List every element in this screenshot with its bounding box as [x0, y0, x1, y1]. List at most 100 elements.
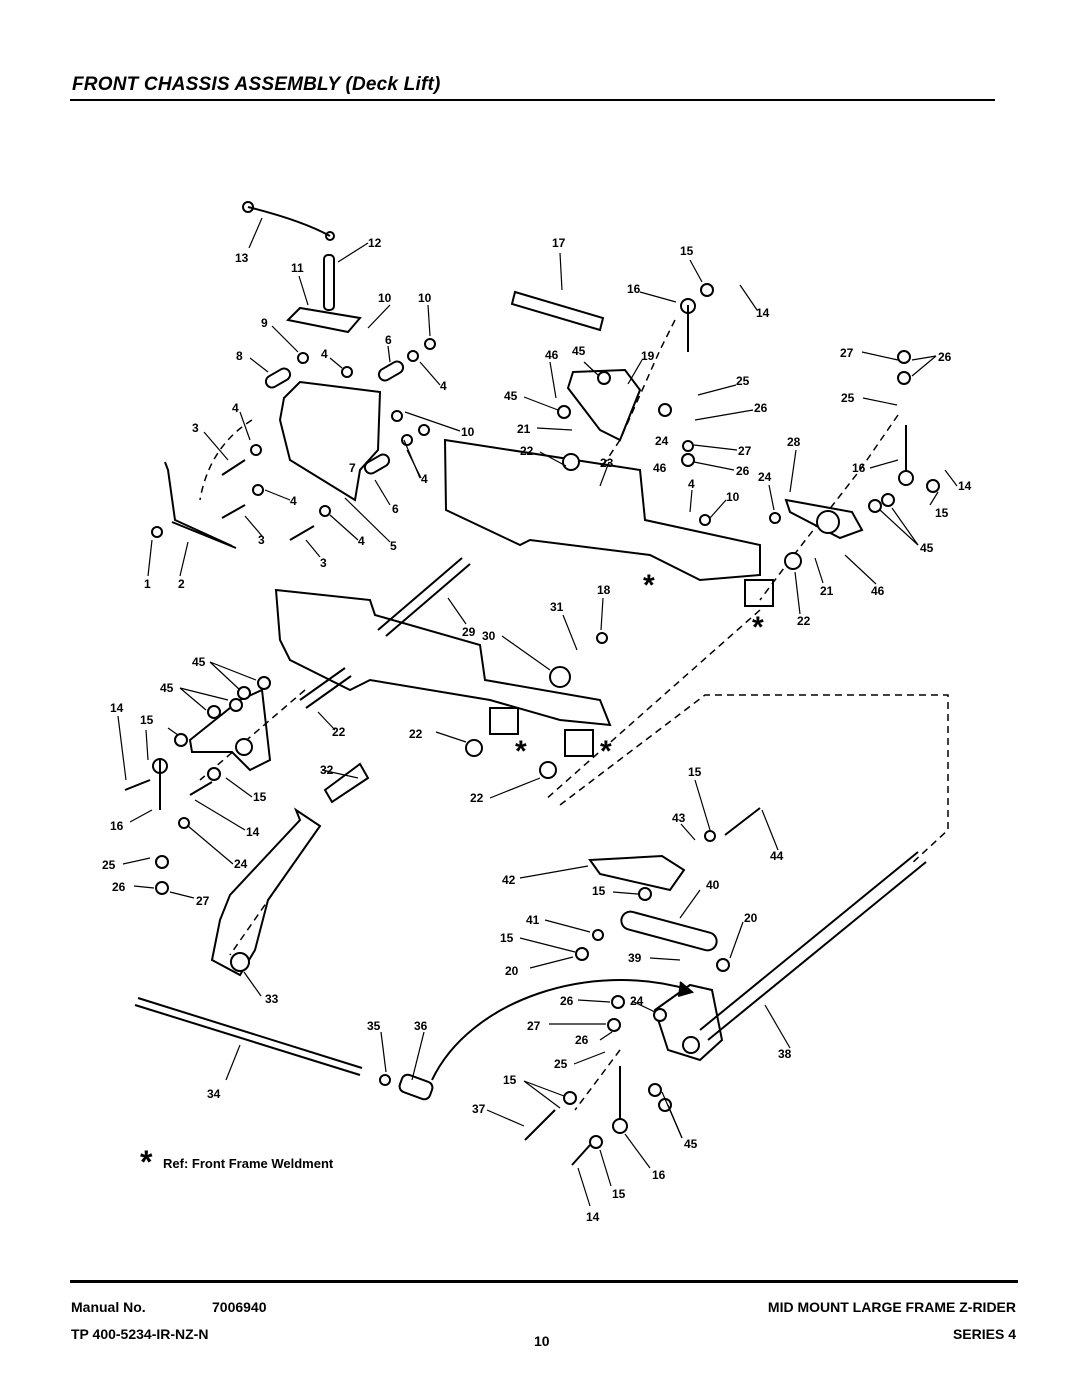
part-bolt — [189, 781, 213, 796]
leader-line — [667, 1104, 683, 1139]
leader-line — [862, 397, 898, 406]
part-nut — [611, 995, 625, 1009]
callout-label: 20 — [744, 911, 758, 925]
callout-label: 39 — [628, 951, 642, 965]
callout-label: 4 — [358, 534, 365, 548]
callout-label: 26 — [575, 1033, 589, 1047]
part-pivot-arm — [784, 498, 864, 540]
part-nut — [597, 371, 611, 385]
part-eye-bolt-ring — [152, 758, 168, 774]
leader-line — [427, 304, 431, 337]
part-nut — [174, 733, 188, 747]
callout-label: 14 — [246, 825, 260, 839]
part-spacer — [264, 367, 292, 389]
part-nut — [926, 479, 940, 493]
leader-line — [406, 449, 422, 479]
part-pivot-hub — [230, 952, 250, 972]
leader-line — [145, 729, 149, 761]
part-nut — [769, 512, 781, 524]
leader-line — [133, 885, 155, 889]
leader-line — [844, 554, 877, 585]
part-nut — [716, 958, 730, 972]
leader-line — [573, 1051, 606, 1065]
callout-label: 42 — [502, 873, 516, 887]
callout-label: 14 — [110, 701, 124, 715]
leader-line — [129, 809, 153, 823]
leader-line — [305, 539, 321, 558]
part-shaft — [299, 667, 346, 701]
part-nut — [897, 371, 911, 385]
callout-label: 27 — [527, 1019, 541, 1033]
part-spacer — [363, 453, 391, 475]
frame-reference-asterisk: * — [515, 735, 527, 768]
callout-label: 22 — [797, 614, 811, 628]
callout-label: 7 — [349, 461, 356, 475]
leader-line — [639, 291, 677, 303]
callout-label: 14 — [958, 479, 972, 493]
callout-label: 10 — [378, 291, 392, 305]
part-nut — [391, 410, 403, 422]
leader-line — [583, 361, 599, 376]
leader-line — [380, 1031, 387, 1073]
callout-label: 4 — [440, 379, 447, 393]
leader-line — [187, 825, 234, 865]
part-eye-bolt-ring — [680, 298, 696, 314]
frame-reference-asterisk: * — [600, 735, 612, 768]
callout-label: 28 — [787, 435, 801, 449]
callout-label: 25 — [102, 858, 116, 872]
leader-line — [523, 396, 559, 411]
callout-label: 4 — [232, 401, 239, 415]
callout-label: 31 — [550, 600, 564, 614]
part-washer — [562, 453, 580, 471]
part-frame — [443, 438, 761, 582]
part-nut — [250, 444, 262, 456]
leader-line — [321, 769, 359, 779]
leader-line — [179, 687, 207, 711]
part-pivot-hub — [682, 1036, 700, 1054]
leader-line — [411, 1031, 425, 1081]
leader-line — [879, 509, 919, 546]
series-label: SERIES 4 — [952, 1326, 1016, 1342]
callout-label: 30 — [482, 629, 496, 643]
leader-line — [447, 597, 467, 625]
callout-label: 15 — [935, 506, 949, 520]
part-nut — [319, 505, 331, 517]
callout-label: 25 — [841, 391, 855, 405]
leader-line — [179, 541, 189, 577]
callout-label: 26 — [112, 880, 126, 894]
title-divider — [70, 99, 995, 101]
dashed-reference-line — [574, 1049, 621, 1111]
leader-line — [225, 1044, 241, 1081]
leader-line — [814, 557, 824, 584]
callout-label: 2 — [178, 577, 185, 591]
part-clevis — [398, 1073, 434, 1101]
part-nut — [681, 453, 695, 467]
tp-code: TP 400-5234-IR-NZ-N — [71, 1326, 209, 1342]
leader-line — [739, 284, 758, 311]
dashed-reference-line — [544, 609, 761, 801]
part-shaft — [385, 563, 471, 637]
leader-line — [317, 711, 336, 731]
callout-label: 9 — [261, 316, 268, 330]
leader-line — [929, 491, 939, 506]
part-nut — [424, 338, 436, 350]
callout-label: 43 — [672, 811, 686, 825]
leader-line — [549, 361, 557, 399]
callout-label: 14 — [586, 1210, 600, 1224]
part-bolt — [524, 1109, 556, 1141]
leader-line — [794, 571, 801, 615]
leader-line — [419, 361, 441, 386]
callout-label: 20 — [505, 964, 519, 978]
leader-line — [599, 1149, 612, 1187]
leader-line — [577, 999, 611, 1003]
leader-line — [337, 242, 369, 263]
leader-line — [209, 661, 257, 681]
callout-label: 46 — [871, 584, 885, 598]
part-pivot-hub — [235, 738, 253, 756]
leader-line — [600, 597, 604, 631]
callout-label: 14 — [756, 306, 770, 320]
leader-line — [764, 1004, 791, 1049]
callout-label: 45 — [192, 655, 206, 669]
page-number: 10 — [534, 1333, 550, 1349]
callout-label: 3 — [320, 556, 327, 570]
